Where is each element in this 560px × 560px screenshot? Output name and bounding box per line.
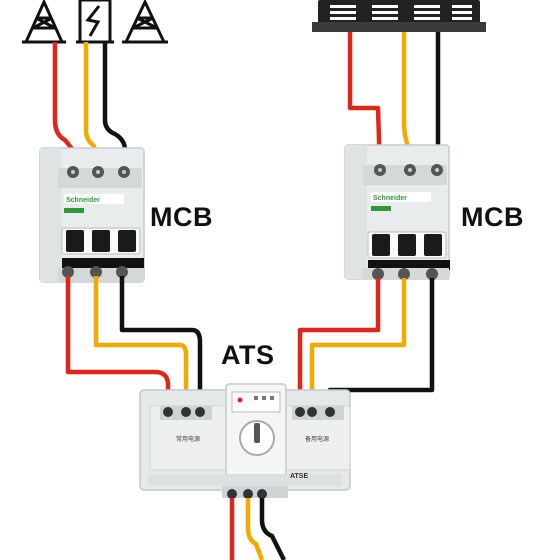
ats-device	[139, 383, 351, 499]
transmission-tower-icon	[22, 0, 66, 44]
wire-yellow	[93, 276, 189, 412]
wire-red	[347, 32, 383, 171]
transmission-tower-icon	[122, 0, 168, 44]
wire-red	[65, 276, 171, 412]
output-wires	[229, 498, 287, 560]
wire-yellow	[245, 498, 265, 560]
wire-black	[102, 42, 128, 170]
wire-red	[52, 42, 76, 170]
ats-model-text: ATSE	[290, 473, 308, 480]
mcb-right	[344, 144, 450, 280]
wire-black	[119, 276, 203, 412]
ats-right-panel-text: 备用电源	[305, 435, 329, 443]
generator-unit-icon	[312, 0, 486, 32]
mcb-right-brand: Schneider	[373, 195, 407, 202]
wire-black	[259, 498, 287, 560]
mcb-left-label: MCB	[150, 202, 213, 232]
power-plant-icon	[76, 0, 114, 44]
wire-red	[297, 278, 381, 412]
mcb-right-label: MCB	[461, 202, 524, 232]
ats-label: ATS	[221, 340, 275, 370]
wire-yellow	[309, 278, 407, 412]
ats-left-panel-text: 常用电源	[176, 435, 200, 443]
mcb-left-brand: Schneider	[66, 197, 100, 204]
left-mcb-to-ats-wires	[65, 276, 203, 412]
left-supply-wires	[52, 42, 128, 171]
wire-yellow	[83, 42, 100, 171]
mcb-left	[39, 147, 145, 283]
